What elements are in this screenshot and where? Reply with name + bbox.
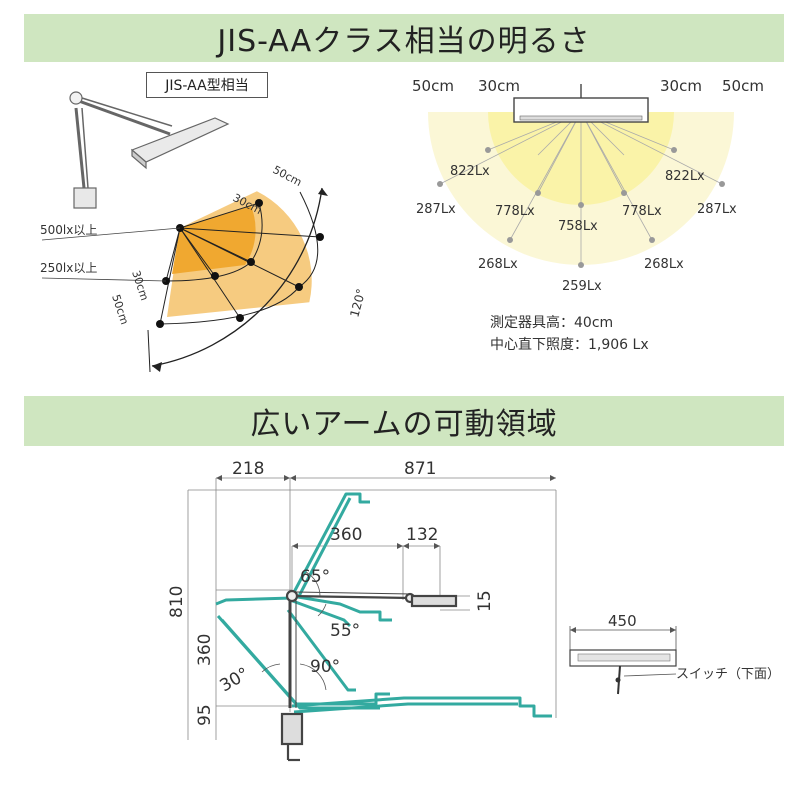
switch-label: スイッチ（下面） [676, 667, 780, 682]
note-center-lux: 中心直下照度：1,906 Lx [490, 337, 649, 353]
section-title-arm-range: 広いアームの可動領域 [250, 407, 558, 442]
label-250lx: 250lx以上 [40, 261, 97, 275]
dim-360-horizontal: 360 [330, 525, 362, 545]
desk-lamp-illustration [69, 91, 230, 209]
dim-450: 450 [608, 612, 637, 630]
angle-label-120: 120° [347, 287, 368, 319]
radius-label-30cm-left: 30cm [129, 269, 151, 302]
dim-810: 810 [167, 586, 187, 618]
scale-label-30cm-left: 30cm [478, 77, 520, 95]
dim-218: 218 [232, 459, 264, 479]
lux-268-right: 268Lx [644, 257, 684, 272]
lux-268-left: 268Lx [478, 257, 518, 272]
dim-360-vertical: 360 [195, 634, 215, 666]
section-title-brightness: JIS-AAクラス相当の明るさ [217, 24, 591, 59]
lux-822-left: 822Lx [450, 164, 490, 179]
angle-65: 65° [300, 567, 330, 587]
angle-30: 30° [217, 664, 253, 696]
note-fixture-height: 測定器具高：40cm [490, 315, 614, 331]
dim-15: 15 [475, 590, 495, 612]
scale-label-50cm-left: 50cm [412, 77, 454, 95]
dim-95: 95 [195, 704, 215, 726]
label-500lx: 500lx以上 [40, 223, 97, 237]
lux-259-bottom: 259Lx [562, 279, 602, 294]
lux-822-right: 822Lx [665, 169, 705, 184]
illumination-fan-left: 120° 500lx以上 250lx以上 30cm 50cm 30cm 50cm [40, 163, 368, 373]
section-banner-brightness: JIS-AAクラス相当の明るさ [24, 14, 784, 62]
lux-287-left: 287Lx [416, 202, 456, 217]
lux-778-left: 778Lx [495, 204, 535, 219]
angle-arc [151, 187, 323, 367]
angle-55: 55° [330, 621, 360, 641]
dim-871: 871 [404, 459, 436, 479]
lux-758-center: 758Lx [558, 219, 598, 234]
lux-287-right: 287Lx [697, 202, 737, 217]
angle-90: 90° [310, 657, 340, 677]
scale-label-50cm-right: 50cm [722, 77, 764, 95]
dim-132: 132 [406, 525, 438, 545]
section-banner-arm-range: 広いアームの可動領域 [24, 396, 784, 446]
light-distribution-right: 50cm 30cm 30cm 50cm 822Lx 822Lx 287Lx 77… [412, 77, 764, 294]
arm-range-diagram: 218 871 360 132 810 360 95 15 65° 55° 30… [167, 459, 780, 762]
radius-label-50cm-left: 50cm [109, 293, 131, 326]
light-head-detail: 450 スイッチ（下面） [569, 612, 780, 695]
jis-aa-badge: JIS-AA型相当 [146, 72, 268, 98]
radius-label-50cm-top: 50cm [271, 163, 304, 189]
scale-label-30cm-right: 30cm [660, 77, 702, 95]
lux-778-right: 778Lx [622, 204, 662, 219]
